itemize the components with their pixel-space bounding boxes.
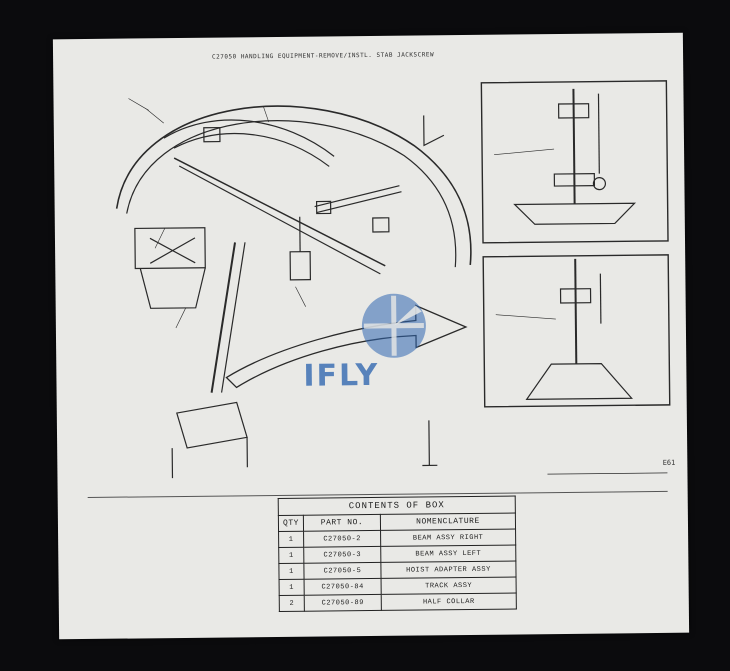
cell-nomenclature: TRACK ASSY [381,576,517,595]
support-cross [149,237,196,264]
cell-nomenclature: BEAM ASSY RIGHT [380,528,516,547]
beam-arc-top [163,119,335,157]
contents-of-box-table: CONTENTS OF BOX QTY PART NO. NOMENCLATUR… [277,495,517,612]
cell-qty: 2 [279,595,305,612]
cell-part-no: C27050-5 [303,562,382,580]
axis-marker [423,115,445,147]
gearbox [176,401,248,449]
hook-detail [422,420,438,467]
gearbox-supports [171,437,248,479]
cell-qty: 1 [278,547,304,564]
detail-top-base [513,202,637,225]
clamp-1 [203,126,221,143]
table-row: 2 C27050-89 HALF COLLAR [279,592,517,612]
bottom-rule [547,472,668,475]
watermark-text: IFLY [303,357,380,394]
detail-box-bottom [482,254,671,408]
cell-part-no: C27050-3 [303,546,381,564]
detail-bottom-shaft [574,258,578,364]
cell-nomenclature: HALF COLLAR [381,592,517,611]
beam-long [173,157,386,267]
beam-arc-lower [173,133,330,167]
cell-part-no: C27050-2 [303,530,381,548]
detail-bottom-base [525,362,633,400]
beam-long-2 [178,165,381,275]
technical-drawing [115,80,671,479]
cell-nomenclature: BEAM ASSY LEFT [380,544,516,563]
clamp-2 [315,200,332,215]
jackscrew-column [210,242,237,393]
cross-brace-2 [316,191,402,214]
clamp-3 [372,217,390,233]
drawing-sheet: C27050 HANDLING EQUIPMENT-REMOVE/INSTL. … [52,32,690,640]
detail-top-cable [597,93,600,174]
detail-bottom-clamp [559,288,592,304]
detail-top-ring [592,176,607,191]
big-arrow [225,304,468,389]
detail-top-clamp [557,103,590,119]
support-box [134,227,206,270]
cell-qty: 1 [278,563,305,580]
detail-top-shaft [572,88,576,204]
jackscrew-column-2 [220,242,246,393]
figure-reference: E61 [662,458,676,467]
cell-qty: 1 [279,579,305,596]
detail-box-top [480,80,669,244]
track-arc-inner [126,120,457,268]
detail-bottom-cable [599,273,602,324]
header-qty: QTY [278,515,304,532]
header-part-no: PART NO. [303,514,381,532]
cross-brace [314,185,400,208]
leader-lines [128,98,556,329]
header-nomenclature: NOMENCLATURE [380,512,516,531]
cell-nomenclature: HOIST ADAPTER ASSY [380,560,517,579]
cell-part-no: C27050-84 [304,578,382,596]
hoist-block [289,251,312,281]
track-arc-outer [115,105,472,266]
cell-part-no: C27050-89 [304,594,382,612]
support-legs [139,267,206,309]
table-caption: CONTENTS OF BOX [277,495,516,515]
cell-qty: 1 [278,531,304,548]
watermark-logo-icon [361,293,426,358]
